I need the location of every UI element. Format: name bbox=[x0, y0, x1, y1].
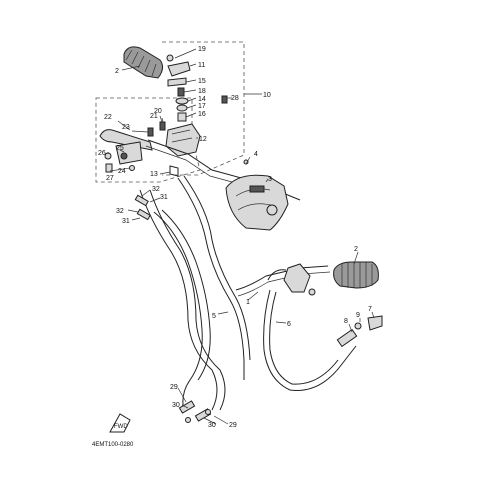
callout-3: 3 bbox=[268, 176, 272, 183]
brake-cable-31 bbox=[139, 189, 218, 411]
leader-2b bbox=[353, 251, 359, 265]
leader-13 bbox=[159, 171, 171, 175]
leader-6 bbox=[275, 321, 287, 324]
callout-labels: 2 19 11 15 18 14 17 16 28 10 20 21 22 23… bbox=[98, 46, 372, 429]
callout-28: 28 bbox=[231, 95, 239, 102]
cable-fittings-bottom bbox=[178, 400, 212, 423]
callout-11: 11 bbox=[198, 62, 205, 69]
brake-cable-31-b bbox=[149, 189, 226, 411]
right-handlebar bbox=[235, 265, 329, 291]
callout-29a: 29 bbox=[170, 384, 178, 391]
cable-adjuster bbox=[336, 315, 383, 348]
callout-9: 9 bbox=[356, 312, 360, 319]
leader-3 bbox=[265, 178, 269, 183]
callout-14: 14 bbox=[198, 96, 206, 103]
callout-31b: 31 bbox=[122, 218, 130, 225]
right-handlebar-edge bbox=[237, 271, 331, 297]
right-grip bbox=[333, 261, 379, 289]
callout-26: 26 bbox=[98, 150, 106, 157]
diagram-code: 4EMT100-0280 bbox=[92, 442, 134, 448]
callout-23: 23 bbox=[122, 124, 130, 131]
cable-leaders bbox=[127, 189, 229, 425]
cable-5 bbox=[177, 177, 245, 380]
callout-22: 22 bbox=[104, 114, 112, 121]
cable-5-b bbox=[183, 175, 251, 361]
callout-29b: 29 bbox=[229, 422, 237, 429]
callout-20: 20 bbox=[154, 108, 162, 115]
brake-lever bbox=[99, 121, 166, 173]
throttle-lever bbox=[267, 263, 316, 296]
callout-16: 16 bbox=[198, 111, 206, 118]
callout-6: 6 bbox=[287, 321, 291, 328]
brake-leaders bbox=[107, 115, 164, 172]
leader-1 bbox=[247, 291, 259, 301]
callout-13: 13 bbox=[150, 171, 158, 178]
callout-4: 4 bbox=[254, 151, 258, 158]
callout-25: 25 bbox=[116, 145, 124, 152]
cable-fittings-top bbox=[134, 194, 151, 221]
callout-15: 15 bbox=[198, 78, 206, 85]
callout-19: 19 bbox=[198, 46, 206, 53]
callout-8: 8 bbox=[344, 318, 348, 325]
callout-18: 18 bbox=[198, 88, 206, 95]
callout-5: 5 bbox=[212, 313, 216, 320]
callout-2b: 2 bbox=[354, 246, 358, 253]
callout-24: 24 bbox=[118, 168, 126, 175]
left-grip-top bbox=[123, 46, 164, 79]
callout-21: 21 bbox=[150, 113, 158, 120]
callout-10: 10 bbox=[263, 92, 271, 99]
callout-30b: 30 bbox=[208, 422, 216, 429]
brake-lever-assembly-box bbox=[95, 97, 201, 183]
leader-5 bbox=[217, 311, 229, 315]
brake-cable-32-b bbox=[161, 209, 211, 381]
cable-6 bbox=[263, 289, 357, 391]
callout-12: 12 bbox=[199, 136, 207, 143]
leader-4 bbox=[245, 156, 251, 165]
callout-1: 1 bbox=[246, 299, 250, 306]
fwd-arrow-icon: FWD bbox=[109, 413, 131, 433]
adjuster-leaders bbox=[348, 311, 375, 333]
callout-2a: 2 bbox=[115, 68, 119, 75]
callout-32a: 32 bbox=[152, 186, 160, 193]
callout-27: 27 bbox=[106, 175, 114, 182]
throttle-housing bbox=[165, 123, 201, 177]
cable-6-b bbox=[269, 291, 339, 385]
leader-2a bbox=[121, 65, 141, 71]
brake-cable-32 bbox=[153, 211, 203, 413]
callout-31a: 31 bbox=[160, 194, 168, 201]
callout-32b: 32 bbox=[116, 208, 124, 215]
handlebar-cover bbox=[225, 159, 289, 231]
fwd-label: FWD bbox=[114, 424, 128, 430]
throttle-small-parts bbox=[166, 54, 228, 122]
callout-17: 17 bbox=[198, 103, 206, 110]
callout-30a: 30 bbox=[172, 402, 180, 409]
callout-7: 7 bbox=[368, 306, 372, 313]
throttle-leaders bbox=[174, 48, 262, 118]
